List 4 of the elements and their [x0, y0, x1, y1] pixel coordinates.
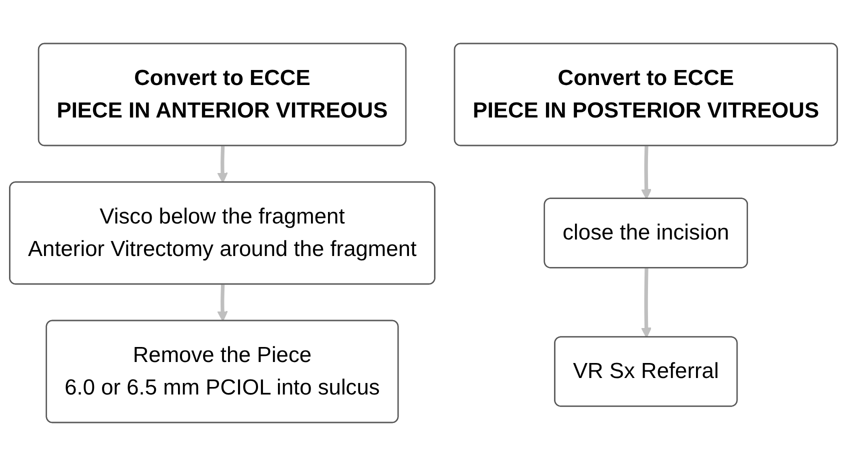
arrow: [217, 146, 228, 184]
arrow: [641, 268, 652, 338]
arrow: [217, 284, 228, 322]
arrow: [641, 146, 652, 200]
